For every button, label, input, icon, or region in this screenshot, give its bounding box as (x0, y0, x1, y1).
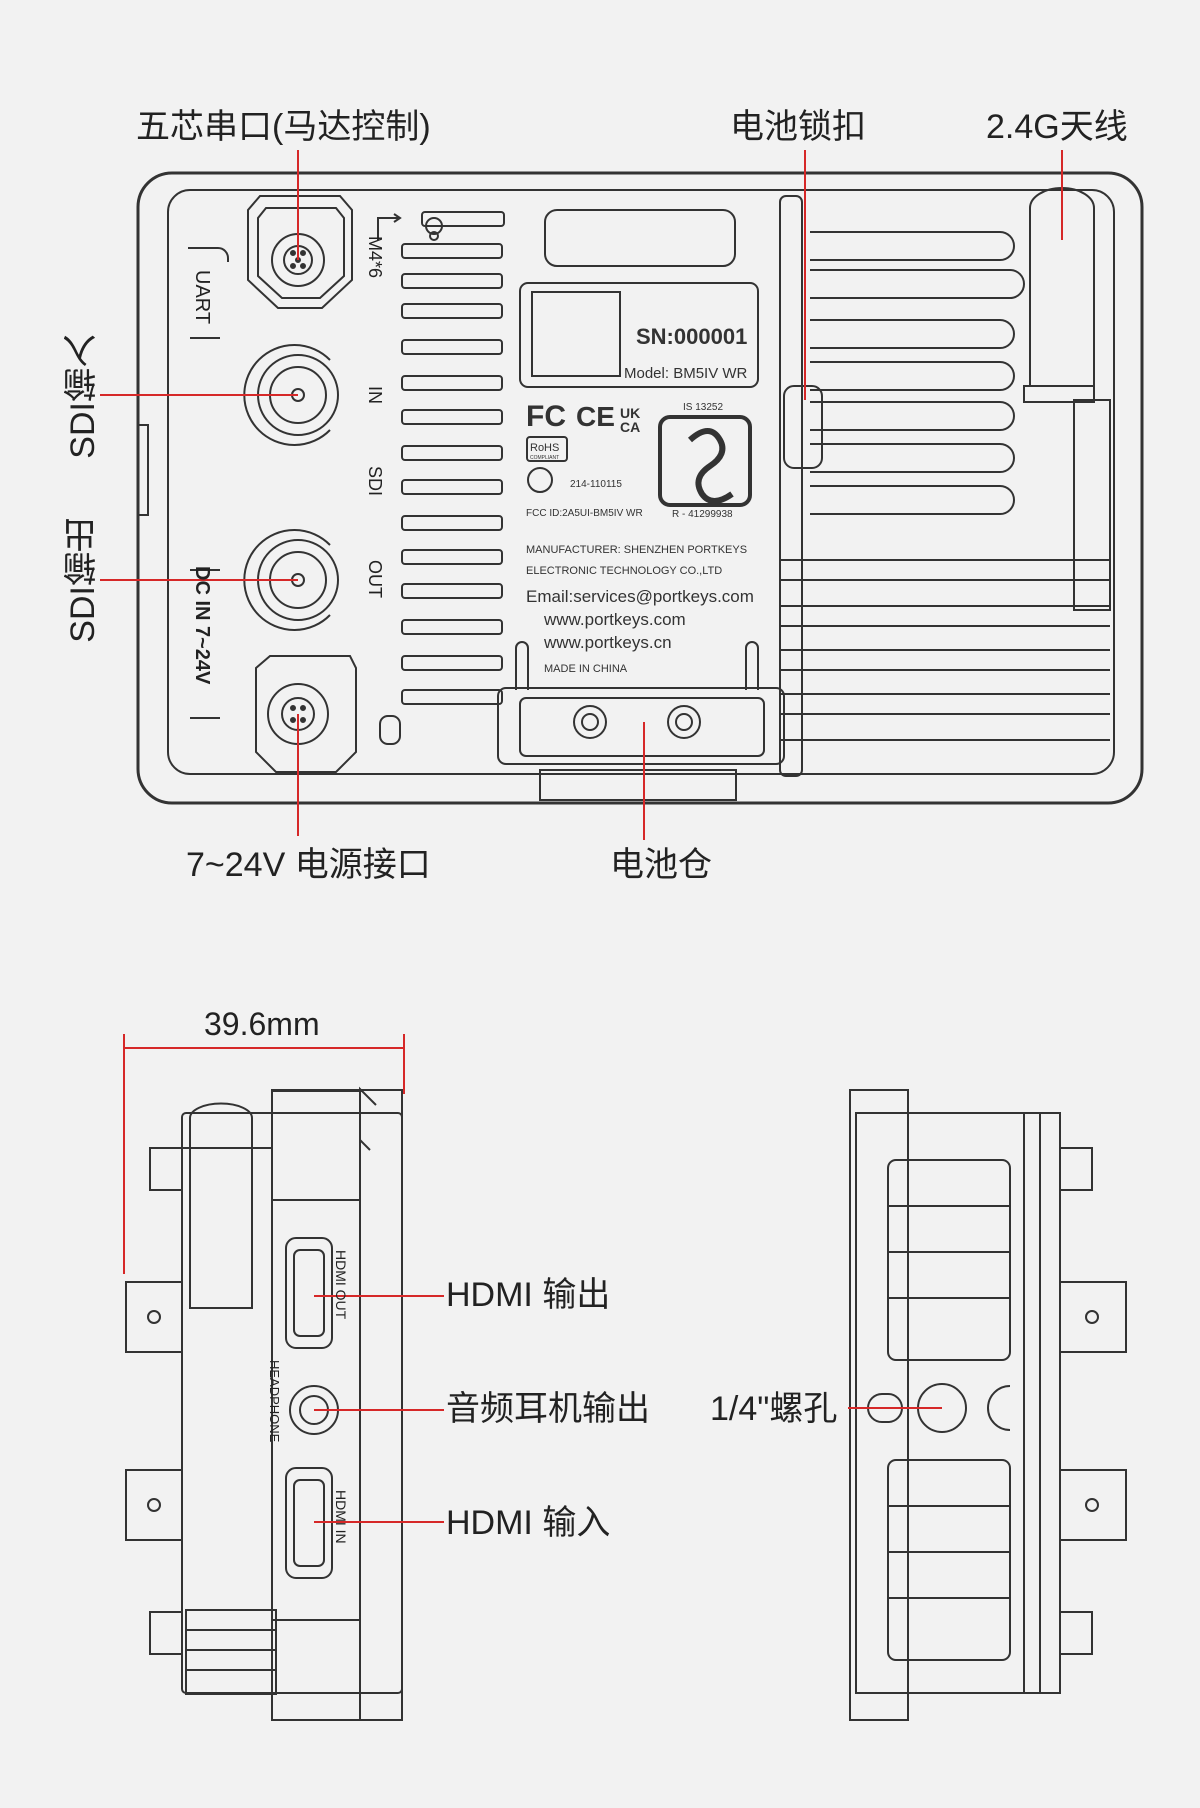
sdi-out-label: SDI输出 (64, 518, 102, 643)
sdi-in-label: SDI输入 (64, 334, 102, 459)
origin-text: MADE IN CHINA (544, 663, 628, 675)
width-dimension-label: 39.6mm (204, 1006, 320, 1042)
rohs-mark-1: RoHS (530, 442, 559, 454)
battery-bay-label: 电池仓 (610, 846, 712, 884)
uart-engraving: UART (191, 270, 213, 325)
sdi-engraving: SDI (365, 466, 385, 497)
manufacturer-line-2: ELECTRONIC TECHNOLOGY CO.,LTD (526, 565, 722, 577)
fins-right (779, 195, 1111, 777)
ncc-code: 214-110115 (570, 479, 622, 490)
r-code: R - 41299938 (672, 509, 733, 520)
battery-bay-shape (497, 641, 785, 801)
right-side-view (849, 1089, 1127, 1721)
fcc-id: FCC ID:2A5UI-BM5IV WR (526, 508, 643, 519)
email-text: Email:services@portkeys.com (526, 587, 754, 606)
power-port-label: 7~24V 电源接口 (186, 846, 431, 884)
back-view (136, 171, 1144, 805)
hdmi-out-engraving: HDMI OUT (333, 1250, 349, 1320)
manufacturer-line-1: MANUFACTURER: SHENZHEN PORTKEYS (526, 544, 747, 556)
sdi-out-engraving: OUT (365, 560, 385, 598)
website-1: www.portkeys.com (543, 610, 686, 629)
latch-shape (783, 385, 823, 469)
left-side-view (125, 1086, 403, 1721)
screw-spec-engraving: M4*6 (365, 236, 385, 279)
antenna-label: 2.4G天线 (986, 108, 1128, 146)
callout-lines (100, 150, 1063, 1523)
headphone-engraving: HEADPHONE (267, 1360, 282, 1443)
battery-latch-label: 电池锁扣 (730, 108, 866, 146)
is-code: IS 13252 (683, 402, 723, 413)
ce-mark: CE (576, 401, 615, 432)
website-2: www.portkeys.cn (543, 633, 672, 652)
model-text: Model: BM5IV WR (624, 365, 748, 382)
fc-mark: FC (526, 400, 566, 433)
label-plate: SN:000001 Model: BM5IV WR IS 13252 R - 4… (526, 324, 754, 675)
ukca-mark-1: UK (620, 405, 640, 421)
serial-number: SN:000001 (636, 324, 747, 349)
screw-hole-label: 1/4"螺孔 (710, 1390, 838, 1428)
hdmi-in-engraving: HDMI IN (333, 1490, 349, 1544)
dc-in-engraving: DC IN 7~24V (191, 566, 213, 685)
sdi-in-engraving: IN (365, 386, 385, 404)
audio-out-label: 音频耳机输出 (446, 1390, 650, 1428)
fins-left (401, 211, 505, 705)
dc-connector (255, 655, 357, 773)
motor-port-label: 五芯串口(马达控制) (136, 108, 431, 146)
hdmi-out-label: HDMI 输出 (446, 1276, 611, 1314)
hdmi-in-label: HDMI 输入 (446, 1504, 611, 1542)
uart-connector (247, 195, 353, 309)
hdmi-out-port (285, 1237, 333, 1349)
antenna-shape (1023, 187, 1095, 403)
ukca-mark-2: CA (620, 419, 640, 435)
rohs-mark-2: COMPLIANT (530, 455, 559, 461)
